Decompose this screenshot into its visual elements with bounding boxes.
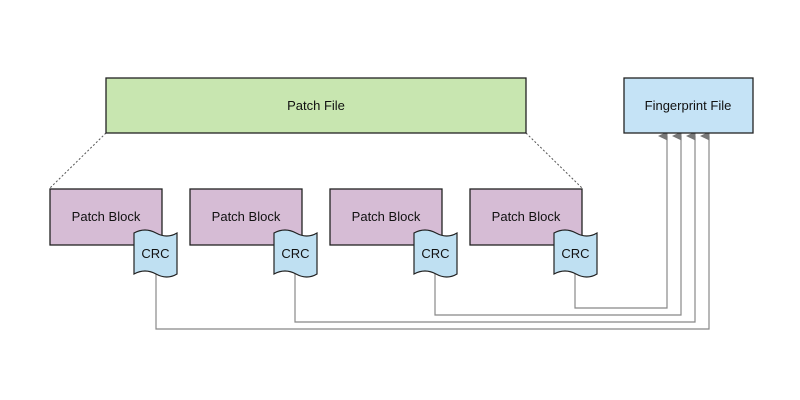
patch-file-label: Patch File (287, 98, 345, 113)
expansion-line-right (525, 132, 583, 189)
crc-label-3: CRC (421, 246, 449, 261)
crc-tag-3 (413, 229, 458, 278)
crc-label-4: CRC (561, 246, 589, 261)
crc-tag-1 (133, 229, 178, 278)
fingerprint-file-rect (623, 77, 754, 134)
patch-block-label: Patch Block (352, 209, 421, 224)
patch-block-3: Patch Block CRC (329, 188, 458, 278)
patch-block-label: Patch Block (72, 209, 141, 224)
connector-crc-2 (294, 131, 696, 323)
patch-file-box: Patch File (105, 77, 527, 134)
fingerprint-file-box: Fingerprint File (623, 77, 754, 134)
connector-crc-3 (434, 131, 682, 316)
patch-block-label: Patch Block (212, 209, 281, 224)
patch-block-4: Patch Block CRC (469, 188, 598, 278)
connector-crc-1 (155, 131, 710, 330)
fingerprint-file-label: Fingerprint File (645, 98, 732, 113)
patch-file-rect (105, 77, 527, 134)
patch-block-1: Patch Block CRC (49, 188, 178, 278)
connector-crc-4 (574, 131, 668, 309)
patch-block-2: Patch Block CRC (189, 188, 318, 278)
crc-label-2: CRC (281, 246, 309, 261)
crc-label-1: CRC (141, 246, 169, 261)
crc-tag-4 (553, 229, 598, 278)
patch-block-label: Patch Block (492, 209, 561, 224)
expansion-line-left (49, 132, 107, 189)
crc-tag-2 (273, 229, 318, 278)
